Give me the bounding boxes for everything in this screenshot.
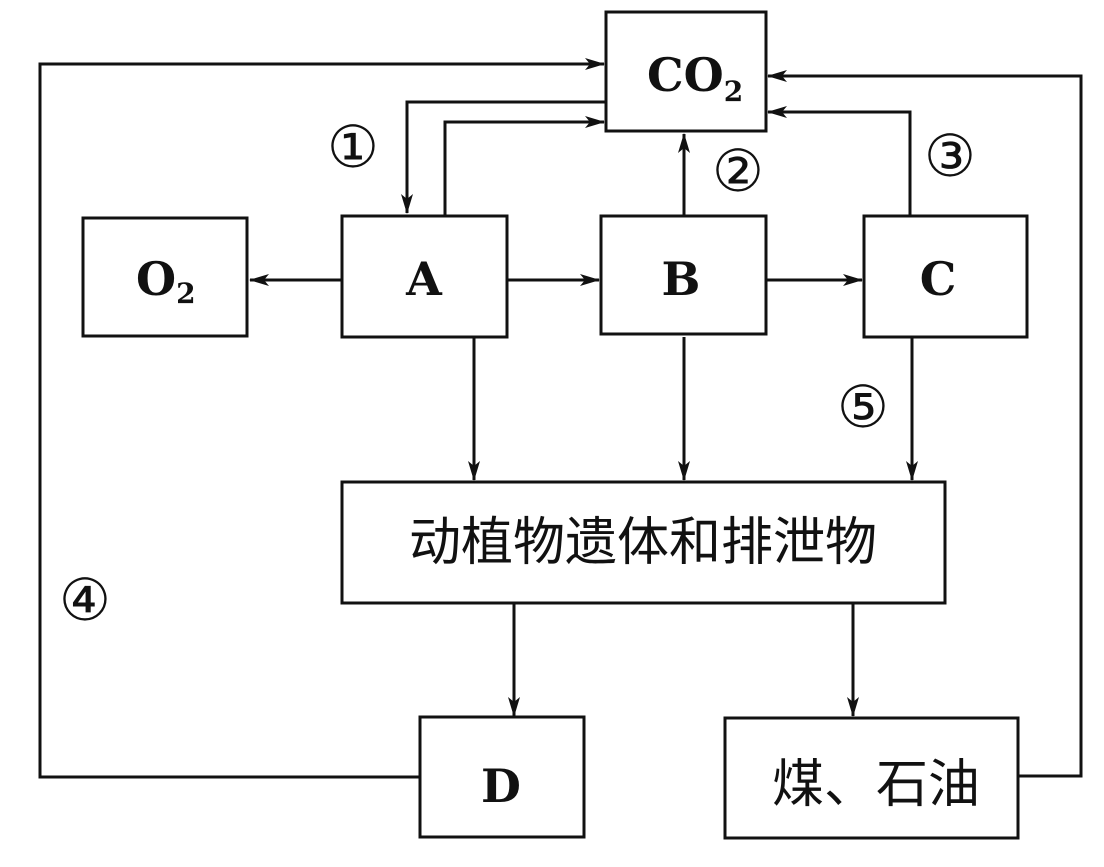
- node-a: A: [340, 214, 509, 339]
- edge-co2-to-a: [401, 100, 606, 214]
- node-co2: CO2: [604, 10, 768, 133]
- node-o2: O2: [81, 216, 249, 338]
- co2-subscript: 2: [724, 75, 743, 108]
- node-fossil-fuels: 煤、石油: [723, 716, 1020, 840]
- edge-a-to-co2: [443, 116, 605, 216]
- node-a-label: A: [405, 252, 443, 306]
- edge-d-to-co2: [38, 58, 605, 779]
- o2-label: O: [136, 252, 176, 306]
- co2-label: CO: [647, 48, 724, 102]
- svg-text:O2: O2: [136, 252, 196, 310]
- node-c: C: [862, 214, 1029, 339]
- step-2-marker: ②: [712, 137, 764, 205]
- o2-subscript: 2: [176, 277, 195, 310]
- step-5-marker: ⑤: [837, 373, 889, 441]
- svg-text:CO2: CO2: [647, 48, 743, 108]
- node-remains-label: 动植物遗体和排泄物: [409, 513, 877, 573]
- node-d: D: [418, 715, 586, 839]
- node-b: B: [599, 214, 768, 336]
- node-d-label: D: [481, 759, 521, 813]
- node-remains: 动植物遗体和排泄物: [340, 480, 947, 605]
- step-3-marker: ③: [924, 122, 976, 190]
- step-4-marker: ④: [59, 566, 111, 634]
- edge-c-to-co2: [767, 106, 912, 216]
- edge-fossil-to-co2: [767, 70, 1083, 778]
- node-fossil-fuels-label: 煤、石油: [772, 755, 980, 815]
- node-b-label: B: [662, 252, 701, 306]
- edges: [38, 58, 1083, 779]
- node-c-label: C: [920, 252, 957, 306]
- step-1-marker: ①: [327, 113, 379, 181]
